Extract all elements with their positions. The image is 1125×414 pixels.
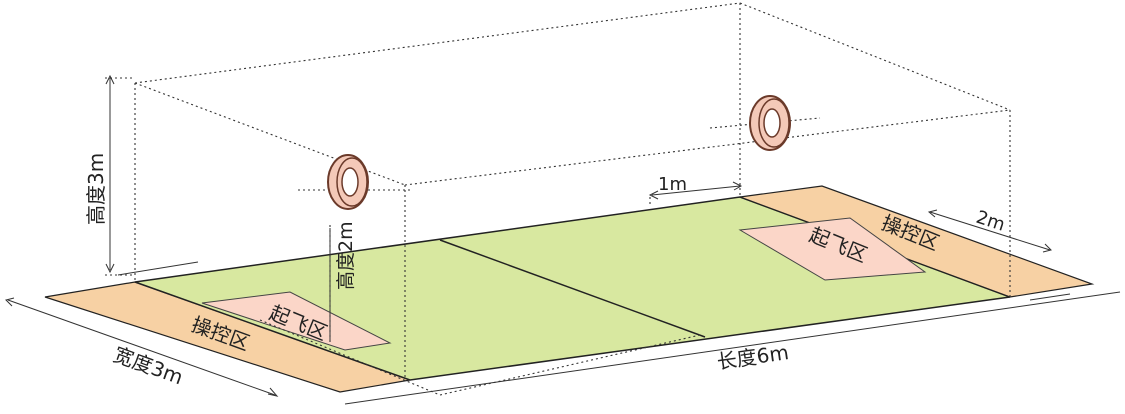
dimension-lines xyxy=(5,74,1121,405)
width-label: 宽度3m xyxy=(110,342,186,389)
right-control-zone xyxy=(739,185,1095,298)
field xyxy=(44,185,1095,393)
length-label: 长度6m xyxy=(715,340,790,374)
height-ring-label: 高度2m xyxy=(335,221,357,290)
left-takeoff-zone xyxy=(201,291,392,351)
right-ring xyxy=(749,95,791,151)
left-ring xyxy=(327,154,369,210)
center-line xyxy=(439,239,706,338)
gap-2m-label: 2m xyxy=(973,207,1007,236)
height-total-label: 高度3m xyxy=(84,153,108,225)
right-takeoff-zone xyxy=(738,217,927,281)
gap-1m-label: 1m xyxy=(658,174,687,195)
